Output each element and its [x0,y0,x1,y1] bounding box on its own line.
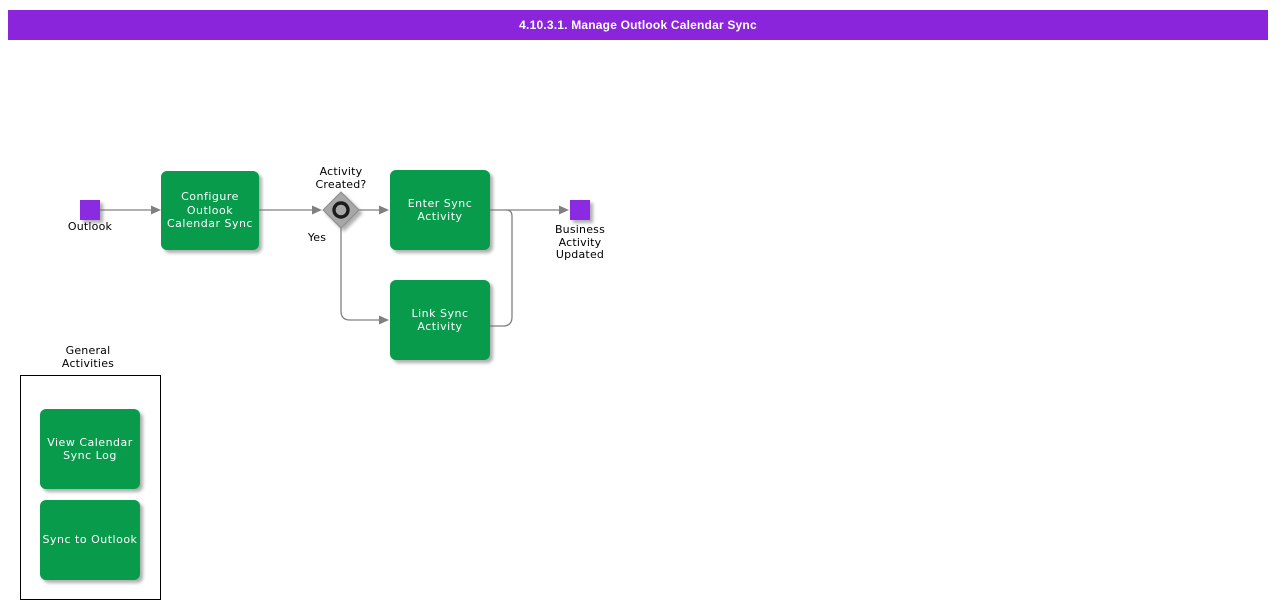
arrowhead [379,315,389,325]
decision-diamond [322,191,360,229]
decision-circle-icon [332,201,350,219]
end-event-label: Business Activity Updated [554,223,606,261]
activity-label: Configure Outlook Calendar Sync [167,190,253,231]
activity-link-sync-activity[interactable]: Link Sync Activity [390,280,490,360]
activity-label: Sync to Outlook [42,533,138,547]
arrowhead [379,205,389,215]
arrowhead [151,205,161,215]
activity-enter-sync-activity[interactable]: Enter Sync Activity [390,170,490,250]
activity-configure-outlook-calendar-sync[interactable]: Configure Outlook Calendar Sync [161,171,259,250]
arrowhead [312,205,322,215]
start-event-label: Outlook [67,220,113,233]
connector-link-to-end [490,209,513,327]
arrowhead [559,205,569,215]
diagram-title: 4.10.3.1. Manage Outlook Calendar Sync [519,18,757,32]
end-event-business-activity-updated [570,200,590,220]
decision-question-label: Activity Created? [315,165,367,191]
activity-label: View Calendar Sync Log [47,435,133,463]
start-event-outlook [80,200,100,220]
activity-label: Enter Sync Activity [407,196,473,224]
activity-label: Link Sync Activity [411,306,469,334]
general-activities-label: General Activities [61,344,115,370]
activity-sync-to-outlook[interactable]: Sync to Outlook [40,500,140,580]
diagram-title-bar: 4.10.3.1. Manage Outlook Calendar Sync [8,10,1268,40]
activity-view-calendar-sync-log[interactable]: View Calendar Sync Log [40,409,140,489]
decision-yes-label: Yes [307,231,327,244]
connector-decision-to-link [340,228,379,321]
